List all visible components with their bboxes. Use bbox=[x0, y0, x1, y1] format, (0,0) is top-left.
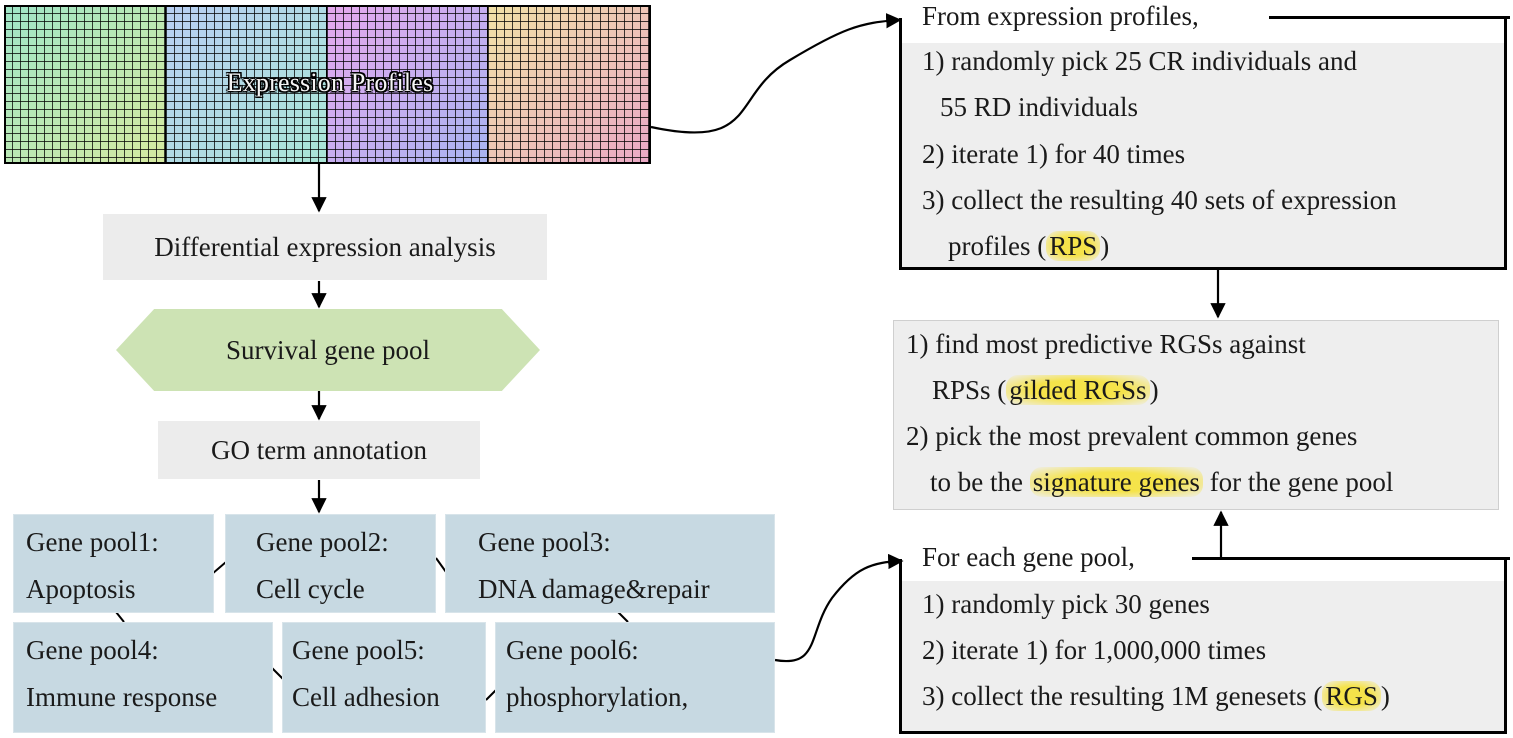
expression-grid-block-3 bbox=[327, 5, 488, 164]
gene-pool-2-box: Gene pool2: Cell cycle bbox=[225, 514, 436, 613]
rgs-panel-top-border bbox=[1192, 557, 1510, 560]
gene-pool-1-name: Gene pool1: bbox=[26, 527, 159, 557]
gene-pool-6-category: phosphorylation, bbox=[506, 682, 689, 712]
survival-gene-pool-hexagon bbox=[116, 309, 540, 391]
rps-panel-fill bbox=[902, 43, 1504, 267]
signature-step-2-suffix: for the gene pool bbox=[1202, 467, 1394, 497]
expression-grid-frame bbox=[4, 5, 651, 164]
gene-pool-5-box: Gene pool5: Cell adhesion bbox=[282, 622, 486, 733]
rps-panel-header: From expression profiles, bbox=[922, 1, 1207, 32]
differential-expression-box: Differential expression analysis bbox=[103, 214, 547, 280]
differential-expression-label: Differential expression analysis bbox=[154, 231, 496, 262]
rps-step-3-suffix: ) bbox=[1100, 231, 1110, 261]
survival-gene-pool-label-wrap: Survival gene pool bbox=[116, 309, 540, 391]
go-annotation-box: GO term annotation bbox=[158, 421, 480, 479]
signature-step-1-suffix: ) bbox=[1149, 375, 1159, 405]
gene-pool-4-box: Gene pool4: Immune response bbox=[13, 622, 273, 733]
rps-step-1: 1) randomly pick 25 CR individuals and bbox=[922, 46, 1357, 76]
rgs-step-1: 1) randomly pick 30 genes bbox=[922, 589, 1210, 619]
rgs-panel-fill bbox=[902, 581, 1504, 731]
signature-panel: 1) find most predictive RGSs against RPS… bbox=[893, 320, 1499, 510]
signature-step-1-prefix: RPSs ( bbox=[932, 375, 1007, 405]
gene-pool-1-category: Apoptosis bbox=[26, 574, 136, 604]
gene-pool-3-box: Gene pool3: DNA damage&repair bbox=[445, 514, 775, 613]
arrow-profiles-to-rps bbox=[650, 13, 902, 134]
rgs-step-3-suffix: ) bbox=[1380, 681, 1390, 711]
rps-highlight: RPS bbox=[1046, 231, 1101, 261]
rps-step-3: 3) collect the resulting 40 sets of expr… bbox=[922, 185, 1397, 215]
gene-pool-4-name: Gene pool4: bbox=[26, 635, 159, 665]
rgs-panel: For each gene pool, 1) randomly pick 30 … bbox=[899, 542, 1510, 734]
signature-step-2-prefix: to be the bbox=[930, 467, 1030, 497]
rgs-highlight: RGS bbox=[1322, 681, 1381, 711]
signature-step-1: 1) find most predictive RGSs against bbox=[906, 329, 1306, 359]
survival-gene-pool-label: Survival gene pool bbox=[226, 334, 430, 365]
gene-pool-5-name: Gene pool5: bbox=[292, 635, 425, 665]
gene-pool-2-category: Cell cycle bbox=[256, 574, 365, 604]
go-annotation-label: GO term annotation bbox=[211, 434, 427, 465]
expression-profiles-title: Expression Profiles bbox=[226, 68, 434, 97]
signature-step-1-cont: RPSs (gilded RGSs) bbox=[932, 375, 1159, 406]
gene-pool-2-name: Gene pool2: bbox=[256, 527, 389, 557]
gene-pool-6-name: Gene pool6: bbox=[506, 635, 639, 665]
rgs-step-3-prefix: 3) collect the resulting 1M genesets ( bbox=[922, 681, 1323, 711]
rps-step-3-cont: profiles (RPS) bbox=[948, 231, 1109, 262]
gene-pool-3-category: DNA damage&repair bbox=[478, 574, 710, 604]
rgs-step-2: 2) iterate 1) for 1,000,000 times bbox=[922, 635, 1267, 665]
gilded-rgs-highlight: gilded RGSs bbox=[1006, 375, 1150, 405]
gene-pool-1-box: Gene pool1: Apoptosis bbox=[13, 514, 214, 613]
expression-grid-block-1 bbox=[4, 5, 166, 164]
expression-grid-block-2 bbox=[166, 5, 327, 164]
expression-grid-block-4 bbox=[488, 5, 651, 164]
rps-panel-top-border bbox=[1269, 16, 1510, 19]
gene-pool-6-box: Gene pool6: phosphorylation, bbox=[495, 622, 775, 733]
rps-step-1-cont: 55 RD individuals bbox=[940, 92, 1139, 122]
rps-step-3-prefix: profiles ( bbox=[948, 231, 1047, 261]
gene-pool-4-category: Immune response bbox=[26, 682, 218, 712]
signature-step-2: 2) pick the most prevalent common genes bbox=[906, 421, 1358, 451]
rgs-step-3: 3) collect the resulting 1M genesets (RG… bbox=[922, 681, 1390, 712]
signature-step-2-cont: to be the signature genes for the gene p… bbox=[930, 467, 1393, 498]
signature-genes-highlight: signature genes bbox=[1029, 467, 1203, 497]
rgs-panel-header: For each gene pool, bbox=[922, 542, 1143, 573]
gene-pool-5-category: Cell adhesion bbox=[292, 682, 440, 712]
rps-step-2: 2) iterate 1) for 40 times bbox=[922, 139, 1186, 169]
arrow-pools-to-rgs bbox=[774, 553, 904, 663]
gene-pool-3-name: Gene pool3: bbox=[478, 527, 611, 557]
rps-panel: From expression profiles, 1) randomly pi… bbox=[899, 1, 1510, 270]
